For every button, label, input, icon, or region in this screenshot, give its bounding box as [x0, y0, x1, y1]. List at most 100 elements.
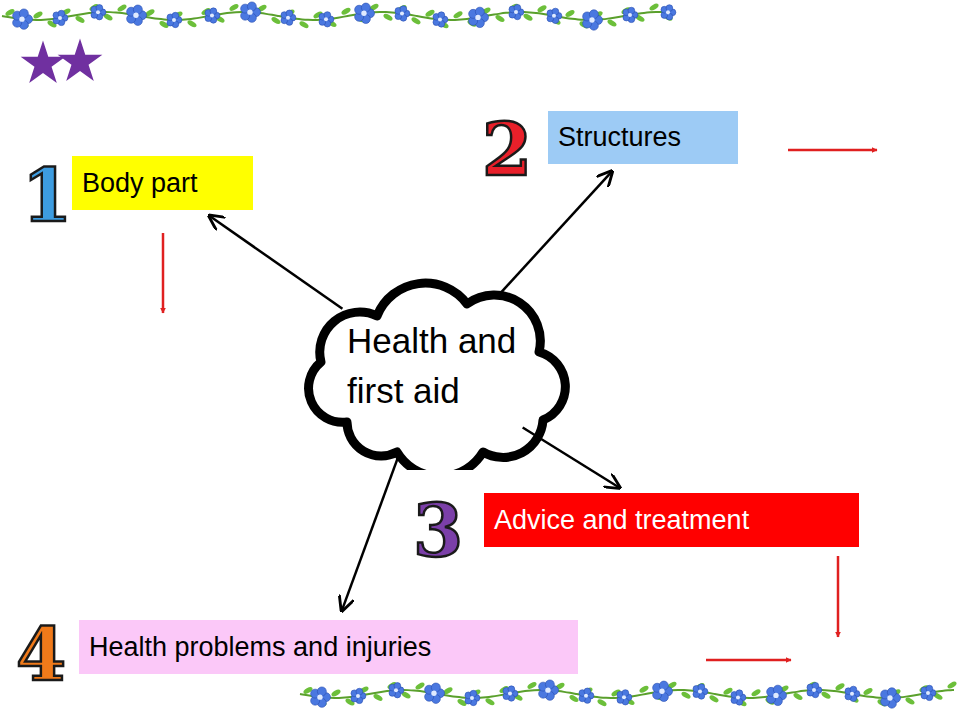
blue-flower [617, 690, 632, 705]
flower-petal [19, 9, 28, 18]
blue-flower [241, 2, 261, 22]
blue-flower [661, 5, 676, 20]
cloud-outline [285, 270, 575, 470]
flower-petal [698, 684, 705, 691]
red-arrow [706, 659, 791, 662]
flower-petal [926, 685, 933, 692]
flower-petal [394, 683, 401, 690]
flower-petal [58, 10, 65, 17]
blue-flower [13, 9, 33, 29]
vine-leaf [438, 20, 449, 29]
flower-center [514, 10, 518, 14]
vine-leaf [74, 15, 85, 24]
vine-leaf [330, 688, 341, 697]
flower-petal [508, 686, 515, 693]
vine-leaf [372, 693, 383, 702]
vine-leaf [904, 696, 915, 705]
flower-petal [172, 12, 179, 19]
vine-leaf [186, 19, 197, 28]
flower-petal [431, 683, 440, 692]
blue-flower [469, 7, 489, 27]
red-arrows [163, 150, 877, 660]
flower-center [552, 14, 556, 18]
flower-petal [324, 12, 331, 19]
flower-petal [356, 688, 363, 695]
star-symbol [58, 38, 103, 81]
flower-petal [133, 5, 142, 14]
flower-center [508, 691, 512, 695]
blue-flower [465, 690, 480, 705]
flower-petal [317, 687, 326, 696]
flower-petal [589, 10, 598, 19]
topic-box: Health problems and injuries [79, 620, 578, 674]
vine-leaf [708, 694, 719, 703]
blue-flower [311, 687, 331, 707]
flower-center [698, 689, 702, 693]
blue-flower [319, 12, 334, 27]
vine-leaf [750, 688, 761, 697]
flower-center [470, 696, 474, 700]
blue-flower [395, 6, 410, 21]
blue-flower [425, 683, 445, 703]
callout-number: 2 [482, 114, 532, 186]
flower-petal [552, 8, 559, 15]
flower-petal [736, 690, 743, 697]
flower-petal [773, 685, 782, 694]
blue-flower [503, 686, 518, 701]
flower-center [317, 694, 322, 699]
flower-center [400, 11, 404, 15]
box-label: Body part [82, 167, 198, 199]
flower-petal [247, 2, 256, 11]
blue-flower [127, 5, 147, 25]
flower-petal [666, 5, 673, 12]
flower-petal [887, 688, 896, 697]
cloud-shape [309, 283, 566, 470]
vine-leaf [452, 10, 463, 19]
flower-center [133, 13, 138, 18]
flower-petal [286, 10, 293, 17]
flower-center [394, 688, 398, 692]
blue-flower [539, 680, 559, 700]
blue-flower [623, 7, 638, 22]
blue-flower [583, 10, 603, 30]
flower-petal [659, 681, 668, 690]
flower-petal [210, 8, 217, 15]
flower-center [659, 689, 664, 694]
flower-center [286, 16, 290, 20]
vine-leaf [736, 698, 747, 707]
vine-leaf [680, 690, 691, 699]
blue-flower [433, 12, 448, 27]
flower-center [210, 13, 214, 17]
flower-center [247, 9, 252, 14]
vine-leaf [606, 18, 617, 27]
blue-flower [921, 685, 936, 700]
blue-flower [281, 10, 296, 25]
flower-petal [470, 690, 477, 697]
vine-leaf [638, 685, 649, 694]
flower-petal [584, 688, 591, 695]
flower-center [96, 10, 100, 14]
flower-center [887, 695, 892, 700]
blue-flower [693, 684, 708, 699]
flower-center [736, 695, 740, 699]
vine-leaf [596, 698, 607, 707]
vine-leaf [382, 12, 393, 21]
cloud-text: Health and first aid [347, 316, 552, 416]
callout-number: 1 [22, 160, 72, 232]
topic-box: Advice and treatment [484, 493, 859, 547]
flower-petal [812, 682, 819, 689]
blue-flower [355, 3, 375, 23]
red-arrow [788, 149, 877, 152]
vine-leaf [32, 10, 43, 19]
star-symbols [21, 38, 103, 83]
flower-center [584, 694, 588, 698]
vine-leaf [298, 20, 309, 29]
blue-flower [653, 681, 673, 701]
blue-flower [53, 10, 68, 25]
vine-leaf [648, 2, 659, 11]
flower-center [926, 691, 930, 695]
connector-arrow [209, 216, 342, 309]
flower-center [666, 10, 670, 14]
blue-flower [205, 8, 220, 23]
vine-leaf [820, 691, 831, 700]
